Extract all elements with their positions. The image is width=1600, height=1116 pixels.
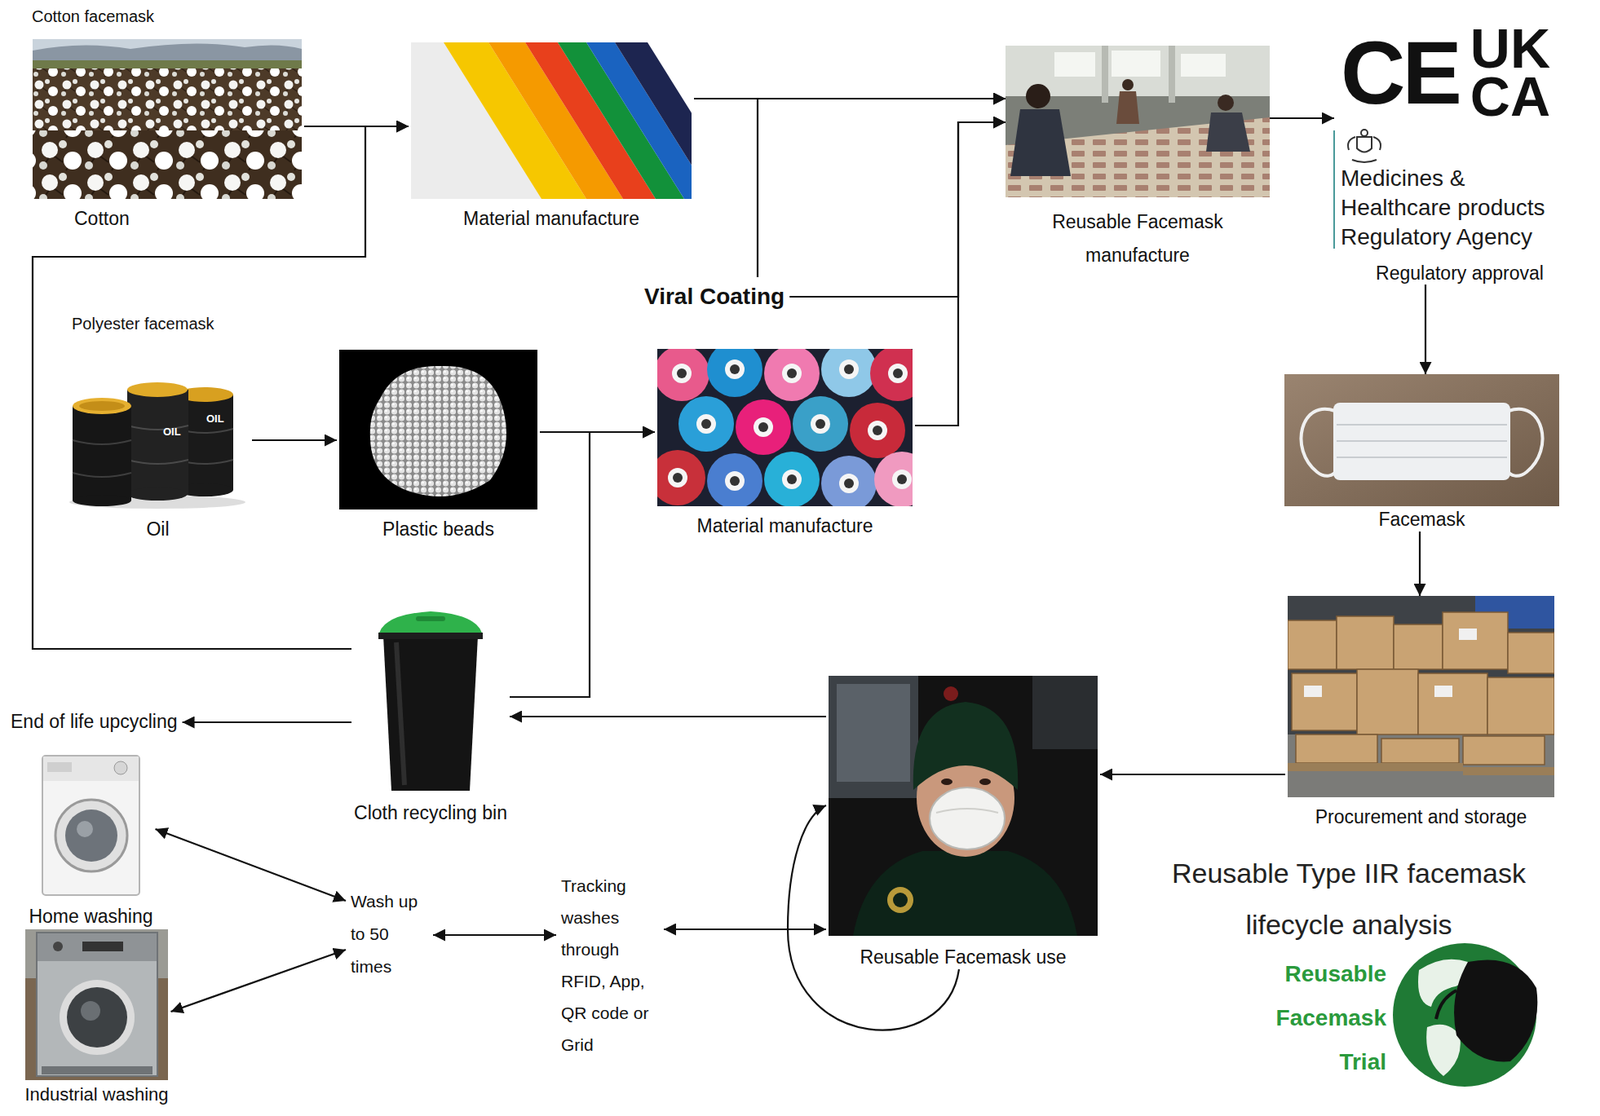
photo-frame [32, 39, 302, 199]
text-label: End of life upcycling [10, 710, 178, 734]
flow-arrow [251, 439, 337, 442]
photo-frame [1287, 596, 1555, 798]
text-label: Viral Coating [644, 282, 785, 311]
photo-caption: Facemask [1281, 508, 1562, 532]
photo-node: Procurement and storage [1285, 596, 1557, 830]
group-heading: Polyester facemask [71, 313, 215, 334]
photo-frame [339, 349, 538, 510]
regulatory-node: CEUK CA Medicines & Healthcare products R… [1334, 21, 1586, 285]
group-heading: Cotton facemask [31, 6, 155, 27]
flow-arrow [155, 829, 347, 902]
photo-frame [25, 929, 168, 1081]
text-node: End of life upcycling [5, 705, 183, 739]
photo-frame [1005, 45, 1270, 198]
oil-barrels-photo [66, 371, 250, 510]
industrial-washer-photo [25, 929, 168, 1081]
flow-arrow [757, 98, 1006, 278]
flow-arrow [433, 934, 557, 937]
photo-caption: Cotton [30, 207, 305, 231]
photo-node: Polyester facemaskOil [63, 371, 252, 542]
approval-caption: Regulatory approval [1334, 261, 1586, 285]
mask-wearer-photo [828, 676, 1098, 937]
photo-node: Facemask [1281, 374, 1562, 532]
photo-node: Home washing [26, 754, 156, 929]
photo-caption: Cloth recycling bin [351, 801, 510, 826]
photo-frame [66, 371, 250, 510]
photo-node: Cloth recycling bin [351, 601, 510, 826]
royal-crest [1348, 129, 1381, 163]
text-node: Tracking washes through RFID, App, QR co… [556, 865, 664, 1066]
recycling-bin-icon [378, 611, 483, 792]
photo-caption: Plastic beads [336, 517, 540, 542]
photo-frame [371, 601, 490, 794]
trial-logo-text: Reusable Facemask Trial [1247, 952, 1387, 1085]
photo-node: Material manufacture [654, 349, 915, 539]
crest-space [1334, 123, 1586, 164]
diagram-title: Reusable Type IIR facemask lifecycle ana… [1136, 848, 1561, 951]
photo-node: Reusable Facemask manufacture [1005, 45, 1270, 273]
flow-arrow [171, 950, 347, 1013]
cotton-photo [32, 39, 302, 199]
photo-node: Cotton facemaskCotton [30, 39, 305, 231]
flow-arrow [1418, 531, 1421, 597]
home-washer-photo [42, 755, 140, 896]
photo-caption: Oil [63, 517, 252, 542]
flow-arrow [1424, 284, 1427, 375]
photo-frame [828, 676, 1098, 937]
flow-arrow [787, 805, 960, 1031]
photo-caption: Material manufacture [654, 514, 915, 539]
trial-logo-globe [1392, 943, 1538, 1088]
plastic-beads-photo [339, 349, 538, 510]
flow-arrow [509, 432, 655, 698]
flow-arrow [914, 122, 1006, 426]
factory-photo [1005, 45, 1270, 198]
photo-frame [39, 754, 143, 898]
flow-arrow [32, 126, 409, 650]
fabric-rolls-photo [649, 341, 930, 512]
photo-caption: Home washing [26, 905, 156, 929]
flow-arrow [1100, 773, 1286, 776]
flow-arrow [1269, 117, 1335, 120]
agency-rule [1333, 130, 1335, 249]
flow-arrow [509, 716, 827, 718]
flow-arrow [789, 122, 1006, 297]
photo-frame [411, 42, 692, 199]
photo-frame [1284, 374, 1560, 507]
mark-row: CEUK CA [1334, 21, 1586, 124]
facemask-photo [1284, 374, 1560, 507]
barrel-mark: OIL [206, 412, 225, 425]
photo-caption: Industrial washing [22, 1083, 172, 1107]
photo-caption: Material manufacture [408, 207, 694, 231]
photo-caption: Reusable Facemask use [826, 945, 1101, 970]
warehouse-photo [1287, 596, 1555, 798]
photo-caption: Reusable Facemask manufacture [1035, 205, 1240, 273]
ce-mark: CE [1340, 27, 1459, 118]
photo-node: Industrial washing [22, 929, 172, 1107]
photo-node: Material manufacture [408, 42, 694, 231]
text-label: Wash up to 50 times [350, 885, 429, 984]
flow-arrow [663, 928, 827, 931]
barrel-mark: OIL [163, 425, 182, 438]
photo-node: Plastic beads [336, 349, 540, 542]
fabric-stack-photo [304, 42, 746, 199]
text-node: Wash up to 50 times [345, 880, 434, 989]
text-node: Viral Coating [639, 277, 790, 316]
text-label: Tracking washes through RFID, App, QR co… [561, 870, 659, 1061]
ukca-mark: UK CA [1470, 24, 1557, 120]
photo-node: Reusable Facemask use [826, 676, 1101, 970]
photo-frame [657, 349, 913, 507]
photo-caption: Procurement and storage [1285, 805, 1557, 830]
flow-arrow [182, 721, 352, 724]
agency-name: Medicines & Healthcare products Regulato… [1334, 163, 1574, 252]
